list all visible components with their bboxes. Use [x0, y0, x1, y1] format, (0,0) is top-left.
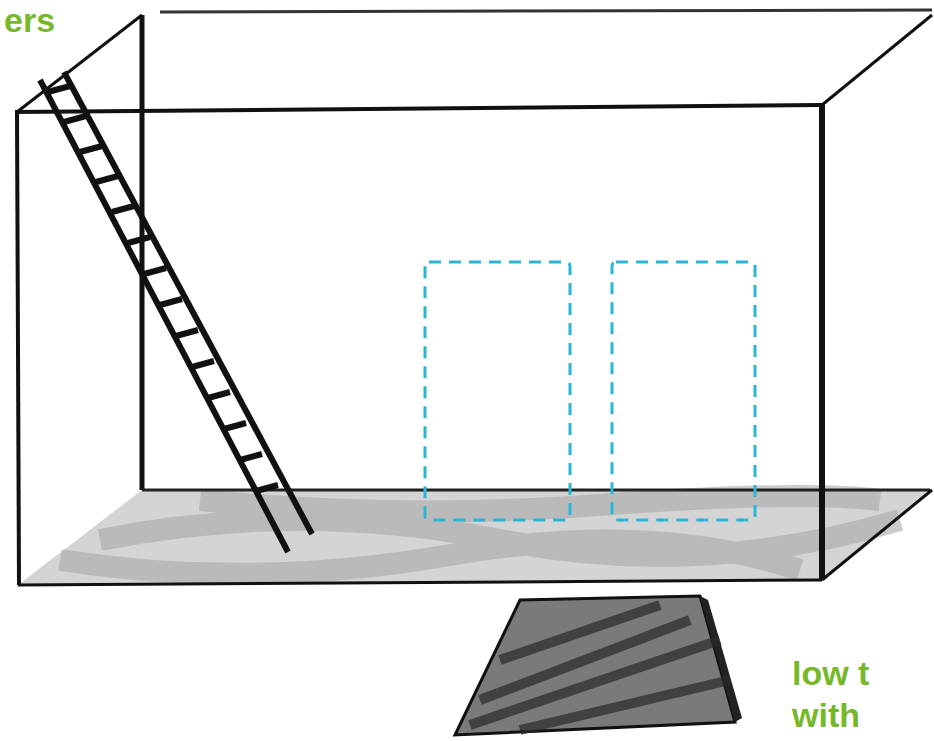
- ladder: [40, 72, 312, 552]
- floor-texture: [60, 496, 900, 574]
- front-floor-edge: [18, 580, 822, 585]
- ramp-hatching: [470, 605, 730, 730]
- ramp-side: [700, 596, 742, 722]
- annotation-label: ers: [4, 2, 55, 39]
- back-post: [140, 15, 145, 490]
- floor-shading: [18, 490, 930, 585]
- annotation-label: low t: [792, 655, 869, 692]
- dashed-outline: [612, 262, 755, 520]
- front-right-post: [819, 105, 825, 580]
- dashed-outline: [425, 262, 570, 520]
- depth-edge: [822, 490, 932, 580]
- front-left-post: [17, 112, 19, 585]
- back-top-edge: [160, 10, 932, 12]
- depth-edge: [822, 15, 932, 105]
- annotation-label: with: [792, 697, 860, 734]
- ramp: [455, 596, 735, 735]
- front-top-edge: [15, 105, 822, 112]
